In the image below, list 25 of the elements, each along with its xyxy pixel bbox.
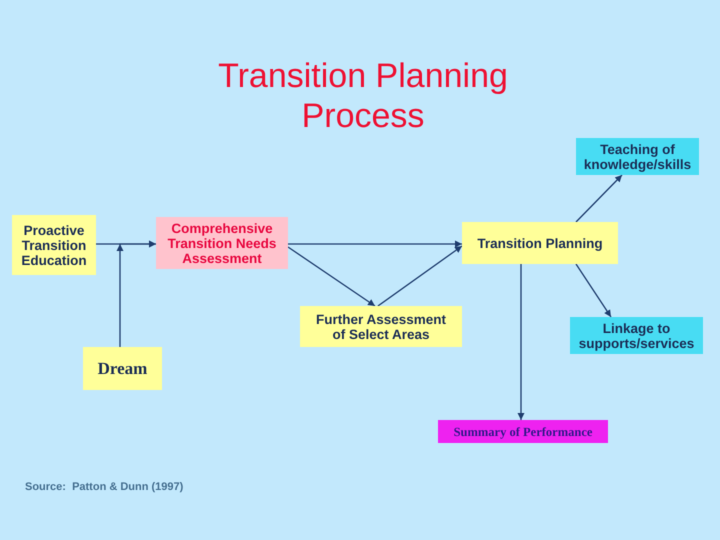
process-box xyxy=(156,217,288,269)
source-note: Source: Patton & Dunn (1997) xyxy=(25,481,184,493)
process-box xyxy=(12,215,96,275)
step-text: Proactive Transition Education xyxy=(20,222,88,268)
step-text: Linkage to supports/services xyxy=(578,320,696,350)
process-box xyxy=(570,317,703,354)
arrow xyxy=(378,245,462,307)
step-text: Transition Planning xyxy=(476,236,604,250)
title: Transition Planning Process xyxy=(217,56,509,136)
arrow xyxy=(116,240,156,347)
arrow xyxy=(288,246,376,307)
step-text: Summary of Performance xyxy=(452,424,594,438)
process-box xyxy=(83,347,162,390)
process-box xyxy=(576,138,699,175)
step-text: Dream xyxy=(96,359,148,378)
step-text: Further Assessment of Select Areas xyxy=(314,312,448,342)
process-box xyxy=(438,420,608,443)
process-box xyxy=(462,222,618,264)
arrow xyxy=(576,174,622,222)
arrow xyxy=(288,240,462,248)
process-box xyxy=(300,306,462,347)
step-text: Comprehensive Transition Needs Assessment xyxy=(166,220,278,266)
arrow xyxy=(518,264,524,420)
step-text: Teaching of knowledge/skills xyxy=(582,142,692,172)
arrow xyxy=(575,264,612,318)
